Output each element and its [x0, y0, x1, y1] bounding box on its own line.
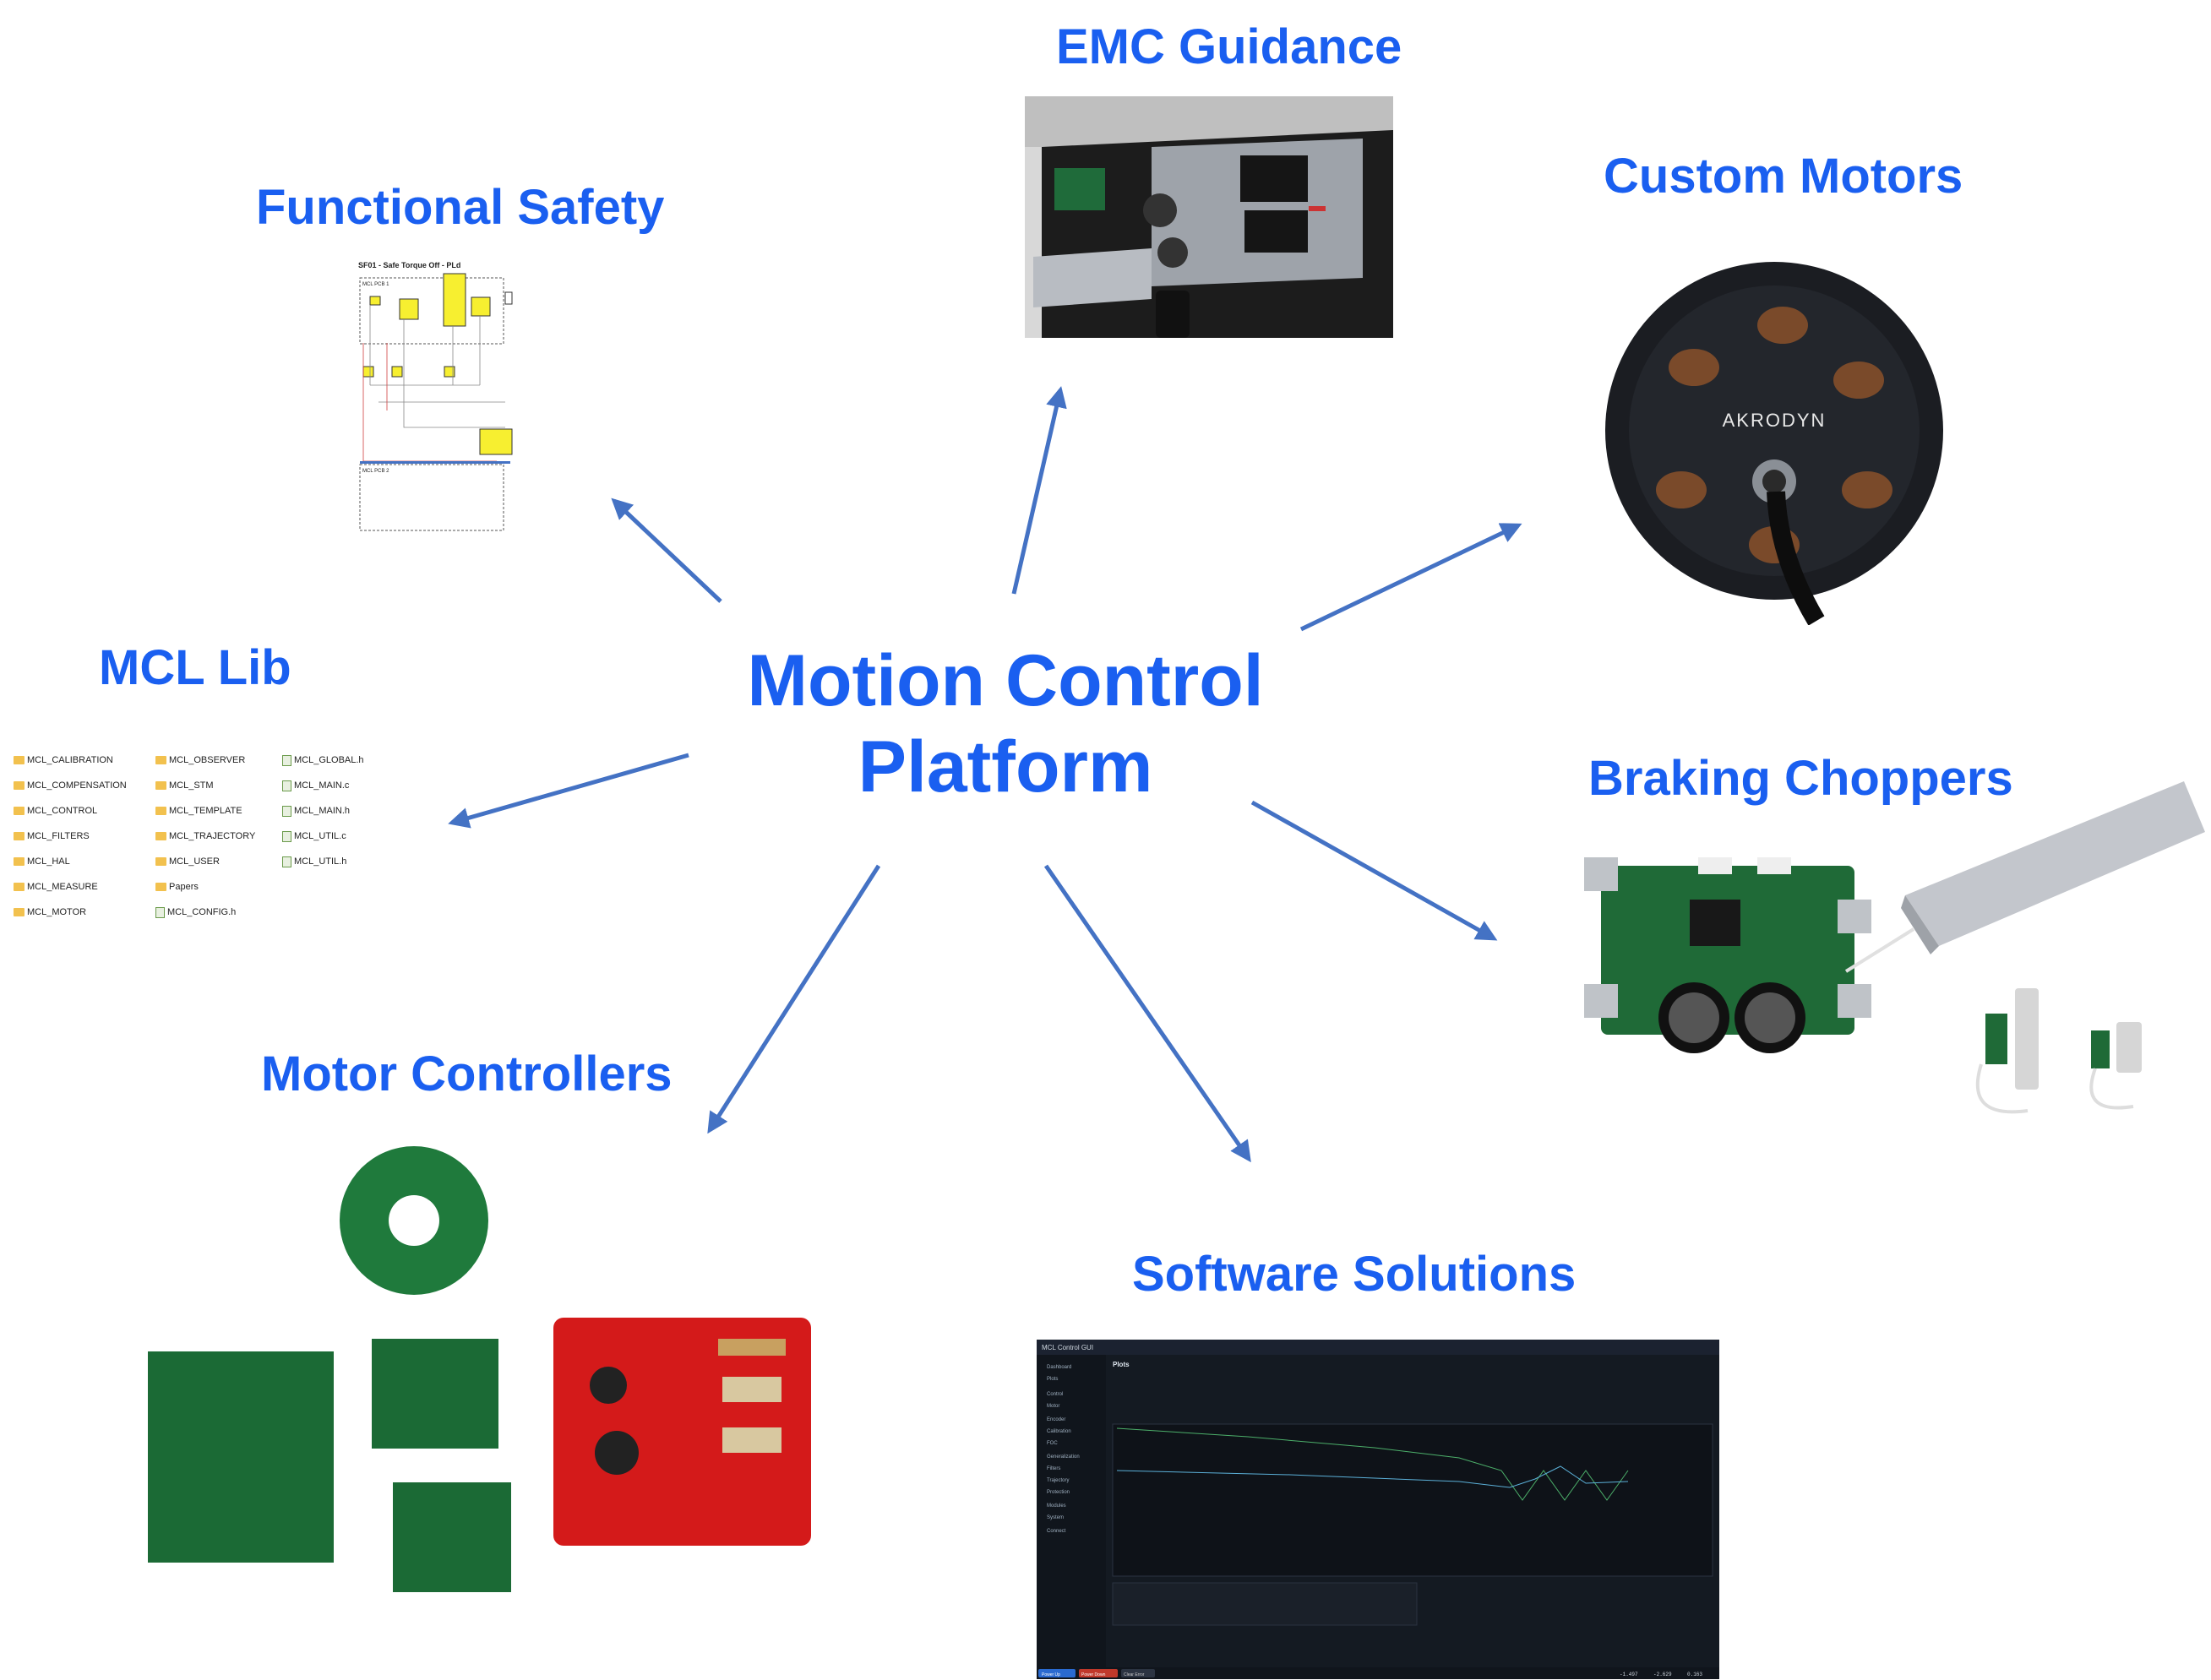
safety-schematic-image: SF01 - Safe Torque Off - PLd MCL PCB 1 — [353, 258, 514, 531]
source-file-icon — [282, 780, 291, 791]
emc-test-setup-photo — [1025, 96, 1393, 338]
folder-item[interactable]: MCL_CALIBRATION — [14, 748, 127, 773]
svg-text:MCL PCB 2: MCL PCB 2 — [362, 469, 389, 474]
svg-text:Dashboard: Dashboard — [1047, 1365, 1071, 1370]
folder-icon — [155, 756, 166, 764]
plot-trace-blue — [1116, 1465, 1629, 1488]
folder-item[interactable]: MCL_MEASURE — [14, 874, 127, 900]
folder-icon — [155, 781, 166, 790]
file-item[interactable]: MCL_GLOBAL.h — [282, 748, 364, 773]
folder-icon — [14, 756, 25, 764]
header-file-icon — [282, 805, 291, 817]
folder-item[interactable]: MCL_COMPENSATION — [14, 773, 127, 798]
svg-text:-1.497: -1.497 — [1620, 1672, 1638, 1677]
svg-text:FOC: FOC — [1047, 1441, 1058, 1446]
folder-item[interactable]: MCL_HAL — [14, 849, 127, 874]
folder-item[interactable]: MCL_OBSERVER — [155, 748, 255, 773]
file-column-1: MCL_CALIBRATION MCL_COMPENSATION MCL_CON… — [14, 748, 127, 925]
file-column-3: MCL_GLOBAL.h MCL_MAIN.c MCL_MAIN.h MCL_U… — [282, 748, 364, 874]
folder-item[interactable]: MCL_TEMPLATE — [155, 798, 255, 824]
svg-text:Connect: Connect — [1047, 1529, 1066, 1534]
folder-item[interactable]: Papers — [155, 874, 255, 900]
svg-text:Plots: Plots — [1047, 1377, 1058, 1382]
svg-text:Trajectory: Trajectory — [1047, 1478, 1069, 1483]
folder-item[interactable]: MCL_STM — [155, 773, 255, 798]
svg-text:-2.629: -2.629 — [1653, 1672, 1672, 1677]
arrow-to-functional-safety — [611, 497, 722, 603]
arrow-to-software-solutions — [1043, 864, 1251, 1163]
file-item[interactable]: MCL_MAIN.h — [282, 798, 364, 824]
folder-icon — [14, 832, 25, 840]
arrow-to-motor-controllers — [707, 864, 881, 1134]
header-file-icon — [282, 754, 291, 766]
folder-icon — [155, 883, 166, 891]
app-title: MCL Control GUI — [1042, 1344, 1093, 1351]
file-item[interactable]: MCL_MAIN.c — [282, 773, 364, 798]
folder-item[interactable]: MCL_TRAJECTORY — [155, 824, 255, 849]
file-item[interactable]: MCL_CONFIG.h — [155, 900, 255, 925]
motor-brand-label: AKRODYN — [1723, 410, 1827, 431]
folder-item[interactable]: MCL_USER — [155, 849, 255, 874]
motor-controllers-photo — [148, 1132, 824, 1605]
header-file-icon — [282, 856, 291, 867]
plot-trace-green — [1116, 1427, 1629, 1501]
center-title-line2: Platform — [858, 726, 1153, 807]
svg-text:Encoder: Encoder — [1047, 1417, 1065, 1422]
svg-text:MCL PCB 1: MCL PCB 1 — [362, 282, 389, 287]
folder-icon — [14, 908, 25, 916]
folder-icon — [14, 857, 25, 866]
node-motor-controllers: Motor Controllers — [261, 1047, 673, 1101]
arrow-to-braking-choppers — [1250, 800, 1498, 941]
arrow-to-mcl-lib — [448, 753, 689, 829]
software-gui-screenshot: MCL Control GUI Dashboard Plots Control … — [1037, 1340, 1719, 1679]
svg-text:Plots: Plots — [1113, 1361, 1130, 1368]
folder-icon — [155, 832, 166, 840]
svg-text:Calibration: Calibration — [1047, 1429, 1071, 1434]
folder-icon — [14, 781, 25, 790]
svg-text:Power Up: Power Up — [1042, 1672, 1060, 1677]
node-custom-motors: Custom Motors — [1604, 149, 1963, 204]
folder-icon — [155, 857, 166, 866]
braking-chopper-photo — [1567, 773, 2209, 1144]
center-title-line1: Motion Control — [747, 640, 1264, 721]
node-functional-safety: Functional Safety — [256, 180, 665, 235]
mcl-lib-file-listing: MCL_CALIBRATION MCL_COMPENSATION MCL_CON… — [14, 748, 385, 929]
svg-text:Generalization: Generalization — [1047, 1454, 1080, 1460]
file-item[interactable]: MCL_UTIL.h — [282, 849, 364, 874]
svg-text:Control: Control — [1047, 1392, 1063, 1397]
arrow-to-emc-guidance — [1011, 386, 1067, 595]
source-file-icon — [282, 830, 291, 842]
file-item[interactable]: MCL_UTIL.c — [282, 824, 364, 849]
node-braking-choppers: Braking Choppers — [1588, 751, 2013, 806]
svg-text:System: System — [1047, 1515, 1064, 1520]
node-emc-guidance: EMC Guidance — [1056, 19, 1402, 74]
header-file-icon — [155, 906, 165, 918]
custom-motor-photo: AKRODYN — [1597, 253, 1969, 625]
folder-item[interactable]: MCL_FILTERS — [14, 824, 127, 849]
svg-text:Power Down: Power Down — [1081, 1672, 1106, 1677]
folder-icon — [14, 883, 25, 891]
svg-text:Motor: Motor — [1047, 1404, 1059, 1409]
folder-item[interactable]: MCL_CONTROL — [14, 798, 127, 824]
folder-item[interactable]: MCL_MOTOR — [14, 900, 127, 925]
svg-text:Modules: Modules — [1047, 1503, 1066, 1509]
arrow-to-custom-motors — [1299, 523, 1522, 632]
file-column-2: MCL_OBSERVER MCL_STM MCL_TEMPLATE MCL_TR… — [155, 748, 255, 925]
safety-diagram-title: SF01 - Safe Torque Off - PLd — [358, 261, 460, 269]
svg-text:0.163: 0.163 — [1687, 1672, 1702, 1677]
svg-text:Protection: Protection — [1047, 1490, 1070, 1495]
folder-icon — [14, 807, 25, 815]
node-mcl-lib: MCL Lib — [99, 640, 291, 695]
node-software-solutions: Software Solutions — [1132, 1247, 1577, 1302]
folder-icon — [155, 807, 166, 815]
center-title: Motion Control Platform — [735, 638, 1276, 810]
svg-text:Clear Error: Clear Error — [1124, 1672, 1145, 1677]
svg-text:Filters: Filters — [1047, 1466, 1060, 1471]
